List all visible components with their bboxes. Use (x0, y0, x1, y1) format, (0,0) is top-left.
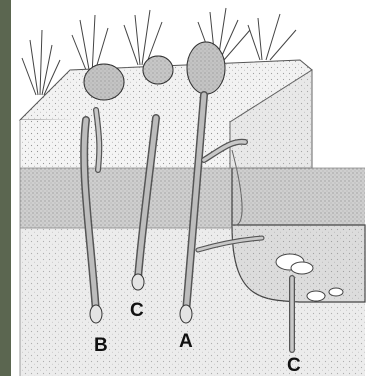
label-c-left: C (130, 301, 144, 320)
label-b: B (94, 336, 108, 355)
label-a: A (179, 332, 193, 351)
label-c-right: C (287, 356, 301, 375)
left-frame-strip (0, 0, 11, 376)
